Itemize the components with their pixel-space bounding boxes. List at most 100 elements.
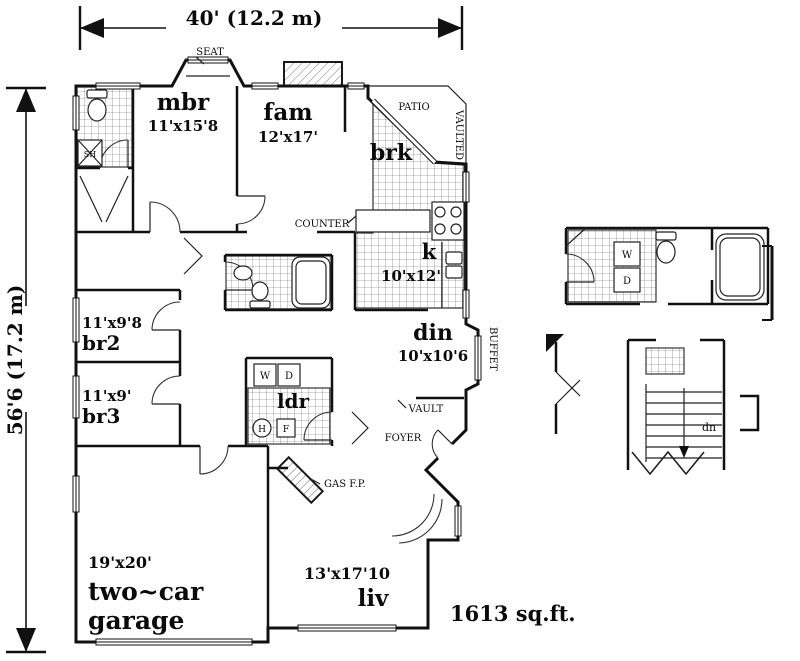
dim-top-arrow-left [80, 18, 104, 38]
dryer-label: D [285, 371, 293, 382]
window-brk-diagonal [371, 98, 437, 165]
detail-corner-door-line [565, 227, 587, 247]
stair-bottom-zigzag [631, 450, 705, 476]
interior-walls [76, 86, 464, 628]
buffet-label: BUFFET [487, 327, 498, 371]
sink-bath2 [233, 265, 253, 281]
window-fam-right [347, 82, 365, 90]
detail-toilet [655, 231, 677, 264]
door-fam [236, 195, 266, 225]
room-size-fam: 12'x17' [258, 128, 318, 146]
patio-outline [368, 85, 467, 164]
furnace-box [276, 418, 296, 438]
stair-landing-closet [645, 347, 685, 375]
detail-hall-left-doors [546, 334, 581, 434]
seat-leader [195, 56, 205, 65]
room-label-liv: liv [358, 585, 389, 612]
linen-closet-door-line2 [105, 175, 129, 223]
dim-left-arrow-bottom [16, 628, 36, 652]
dimension-left: 56'6 (17.2 m) [3, 86, 46, 654]
dryer-box [277, 363, 301, 387]
counter-leader [347, 215, 357, 224]
total-area-label: 1613 sq.ft. [450, 601, 576, 626]
shower-label: SH [84, 150, 96, 159]
window-mbr-top [95, 82, 141, 90]
room-label-garage-2: garage [88, 606, 184, 635]
gas-fp-leader [310, 478, 321, 485]
floor-hatching [76, 61, 465, 505]
window-fam-left [251, 82, 279, 90]
fixtures [77, 56, 465, 485]
seat-label: SEAT [196, 47, 224, 58]
main-interior-walls [76, 86, 464, 628]
room-size-br2: 11'x9'8 [82, 314, 142, 332]
room-label-garage-1: two~car [88, 577, 204, 606]
window-br3-left [72, 375, 80, 419]
dim-width-label: 40' (12.2 m) [186, 6, 323, 30]
door-br3 [151, 375, 181, 405]
window-liv-bottom [297, 624, 397, 632]
window-din-right [462, 289, 470, 319]
window-liv-bay [454, 505, 462, 537]
door-mbr [149, 201, 181, 233]
stair-detail: dn [546, 334, 760, 476]
dim-top-arrow-right [438, 18, 462, 38]
room-size-mbr: 11'x15'8 [148, 117, 218, 135]
dim-height-label: 56'6 (17.2 m) [3, 285, 27, 436]
stair-hall-walls [626, 338, 726, 470]
fam-fireplace [283, 61, 343, 87]
front-door [431, 429, 454, 460]
shower-stall [77, 139, 103, 167]
room-size-br3: 11'x9' [82, 387, 131, 405]
door-br2 [151, 301, 181, 331]
door-garage [199, 445, 229, 475]
kitchen-sink [441, 242, 463, 308]
washer-box [253, 363, 277, 387]
foyer-label: FOYER [385, 433, 422, 444]
foyer-curved-wall [391, 493, 435, 537]
stair-dn-label: dn [702, 421, 716, 434]
dim-left-arrow-top [16, 88, 36, 112]
hall-closet-doors [183, 237, 203, 275]
window-br2-left [72, 297, 80, 343]
window-buffet [474, 335, 482, 381]
water-heater-label: H [258, 425, 266, 435]
room-size-din: 10'x10'6 [398, 347, 468, 365]
room-label-mbr: mbr [157, 89, 210, 116]
dimension-top: 40' (12.2 m) [78, 6, 464, 50]
detail-bath-walls [564, 226, 770, 306]
furnace-label: F [283, 425, 289, 435]
tub-bath2 [291, 256, 331, 309]
room-label-din: din [413, 320, 453, 346]
washer-label: W [260, 371, 271, 382]
window-bath1-left [72, 95, 80, 131]
window-kitchen-right [462, 171, 470, 203]
window-garage-left [72, 475, 80, 513]
vaulted-label: VAULTED [453, 109, 464, 160]
window-bay-seat [187, 56, 229, 64]
foyer-curved-wall-2 [398, 498, 443, 544]
detail-bath-tile-floor [567, 229, 657, 303]
detail-tub [715, 233, 765, 301]
gas-fireplace [275, 455, 325, 505]
room-size-kitchen: 10'x12' [381, 267, 441, 285]
counter-label: COUNTER [295, 219, 350, 230]
detail-dryer-label: D [623, 276, 631, 287]
room-label-kitchen: k [422, 239, 437, 264]
room-label-br3: br3 [82, 404, 120, 428]
room-size-garage: 19'x20' [88, 553, 152, 572]
room-label-brk: brk [370, 140, 413, 166]
linen-closet-door-line [79, 175, 103, 223]
labels: SEAT mbr 11'x15'8 fam 12'x17' brk PATIO … [82, 47, 576, 635]
detail-right-bracket [740, 394, 760, 432]
room-label-ldr: ldr [277, 389, 310, 413]
vault-label: VAULT [408, 404, 444, 415]
detail-right-wall-stub [762, 245, 774, 321]
stair-direction-arrow [679, 388, 689, 458]
detail-bath-door [565, 253, 595, 283]
toilet-bath1 [86, 89, 108, 122]
kitchen-peninsula-counter [355, 209, 431, 233]
detail-dryer-box [613, 267, 641, 293]
